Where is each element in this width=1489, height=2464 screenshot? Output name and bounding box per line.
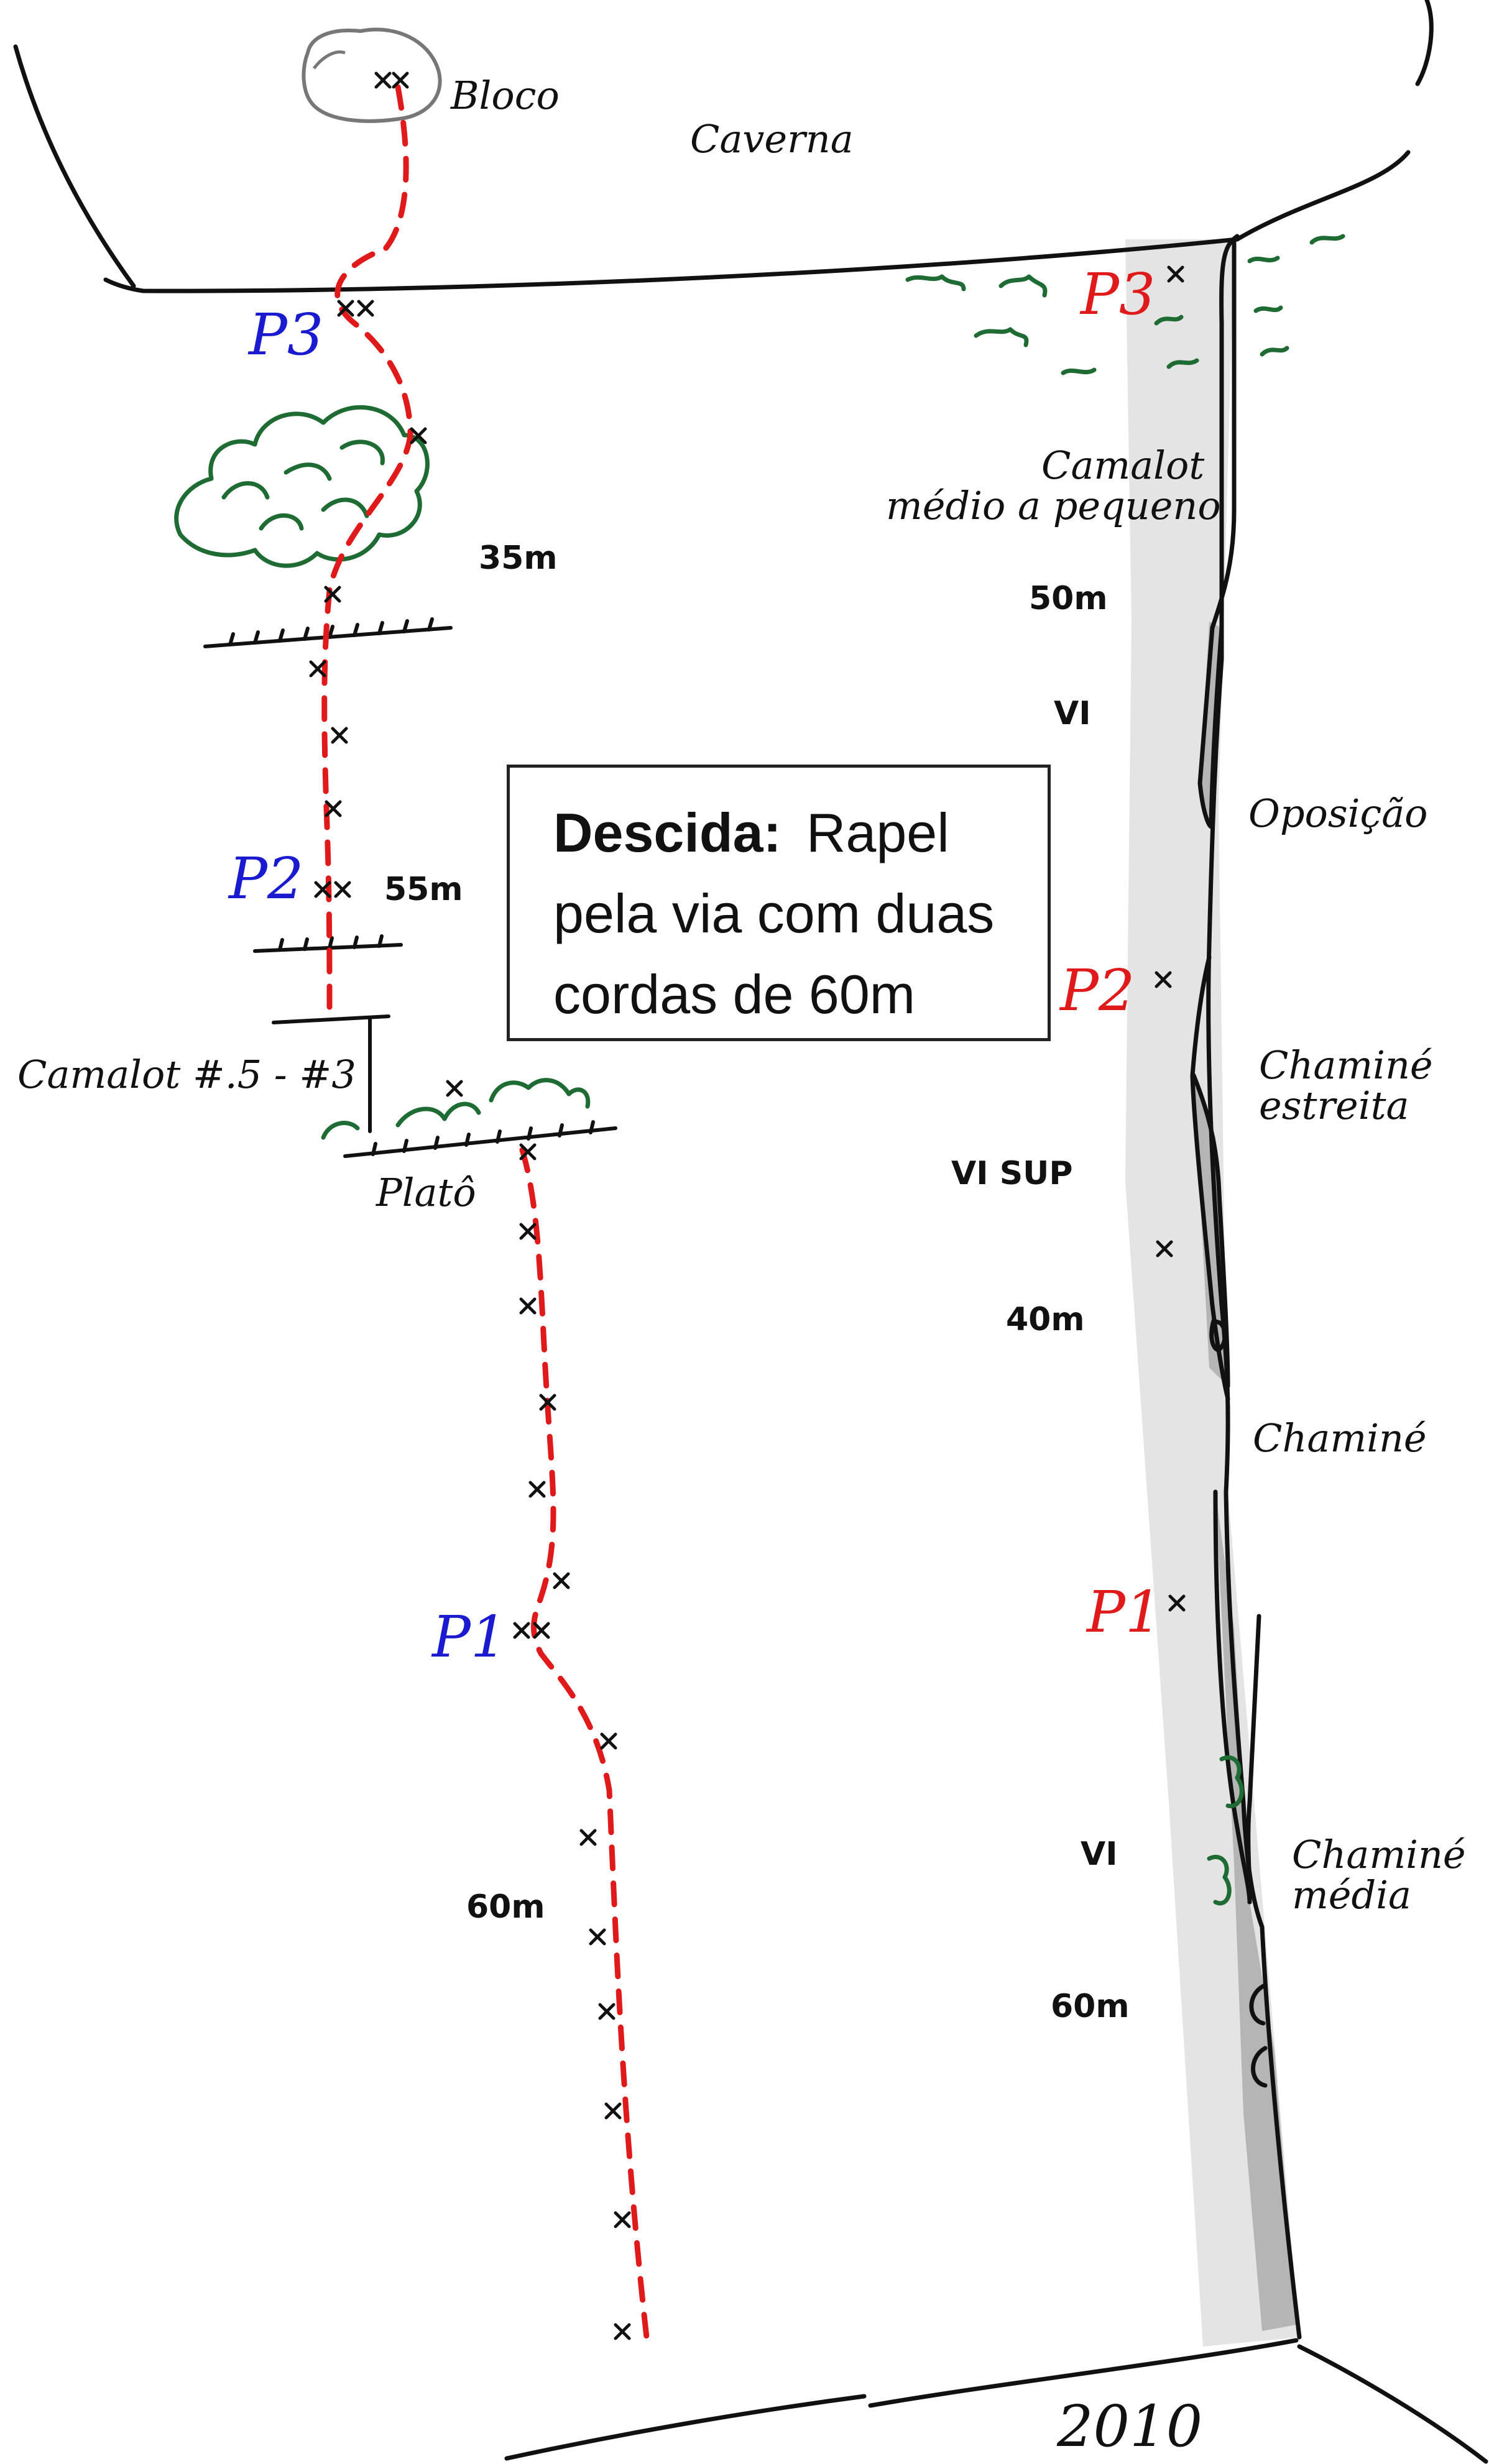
label-chamine-estreita-2: estreita <box>1259 1083 1409 1128</box>
right-grade-vi-upper: VI <box>1054 695 1091 732</box>
crack-middle-left <box>1190 955 1230 1401</box>
left-anchor-p2: P2 <box>228 845 303 912</box>
bush-plato <box>321 1078 591 1140</box>
boulder-bloco-detail <box>313 50 346 70</box>
label-camalot-right-1: Camalot <box>1041 443 1204 488</box>
left-length-55m: 55m <box>384 871 463 908</box>
chimney-c-2 <box>1251 2046 1268 2088</box>
descent-row-1: Descida: Rapel <box>553 793 1048 873</box>
label-camalot-left: Camalot #.5 - #3 <box>17 1052 356 1097</box>
label-chamine: Chaminé <box>1253 1415 1427 1461</box>
cave-roof-left <box>13 44 136 288</box>
descent-line-3: cordas de 60m <box>553 963 916 1025</box>
right-length-60m: 60m <box>1051 1988 1130 2025</box>
right-anchor-p1: P1 <box>1086 1579 1161 1645</box>
ground-left <box>504 2394 867 2461</box>
label-plato: Platô <box>376 1170 476 1215</box>
label-camalot-right-2: médio a pequeno <box>886 483 1221 528</box>
descent-line-1: Rapel <box>806 802 949 863</box>
ground-right <box>868 2338 1299 2408</box>
label-oposicao: Oposição <box>1248 791 1428 836</box>
bush-chimney <box>1207 1755 1244 1906</box>
right-route-bolts <box>1155 265 1186 1612</box>
label-chamine-media-2: média <box>1292 1872 1411 1918</box>
right-length-40m: 40m <box>1006 1301 1085 1338</box>
right-grade-vi-lower: VI <box>1081 1836 1118 1873</box>
crack-upper-inner <box>1209 625 1224 829</box>
right-anchor-p3: P3 <box>1079 261 1155 328</box>
right-length-50m: 50m <box>1029 580 1108 617</box>
label-chamine-estreita-1: Chaminé <box>1259 1042 1433 1088</box>
left-route-line <box>321 84 650 2340</box>
crack-upper-left <box>1197 240 1237 829</box>
label-caverna: Caverna <box>690 116 854 162</box>
crack-middle-loop <box>1209 1318 1227 1353</box>
cave-top-right <box>1415 0 1434 86</box>
descent-title: Descida: <box>553 802 781 863</box>
label-bloco: Bloco <box>450 73 560 118</box>
cave-upper-edge <box>1235 150 1411 242</box>
descent-info-box: Descida: Rapel pela via com duas cordas d… <box>507 765 1051 1041</box>
left-anchor-p1: P1 <box>431 1604 507 1670</box>
label-chamine-media-1: Chaminé <box>1292 1832 1466 1877</box>
ground-slope <box>1297 2344 1488 2464</box>
bush-left <box>174 405 430 568</box>
label-year: 2010 <box>1056 2393 1202 2460</box>
bush-top-right <box>905 234 1345 375</box>
ledge-middle <box>253 934 403 953</box>
right-wall-edge <box>1206 234 1302 2340</box>
cave-roof <box>103 237 1240 293</box>
boulder-bloco <box>302 27 442 123</box>
left-length-35m: 35m <box>479 540 558 577</box>
ledge-plato <box>343 1120 617 1158</box>
chimney-c-1 <box>1249 1984 1266 2026</box>
left-anchor-p3: P3 <box>247 301 323 368</box>
crack-shading-middle <box>1194 1075 1228 1386</box>
left-route-bolts <box>309 71 631 2340</box>
crack-lower-left <box>1213 1489 1252 1905</box>
right-anchor-p2: P2 <box>1059 957 1135 1024</box>
ledge-lower <box>272 1014 390 1133</box>
crack-lower-right <box>1246 1614 1261 1905</box>
right-grade-vi-sup: VI SUP <box>951 1155 1072 1192</box>
descent-line-2: pela via com duas <box>553 883 995 944</box>
left-length-60m: 60m <box>466 1888 545 1926</box>
